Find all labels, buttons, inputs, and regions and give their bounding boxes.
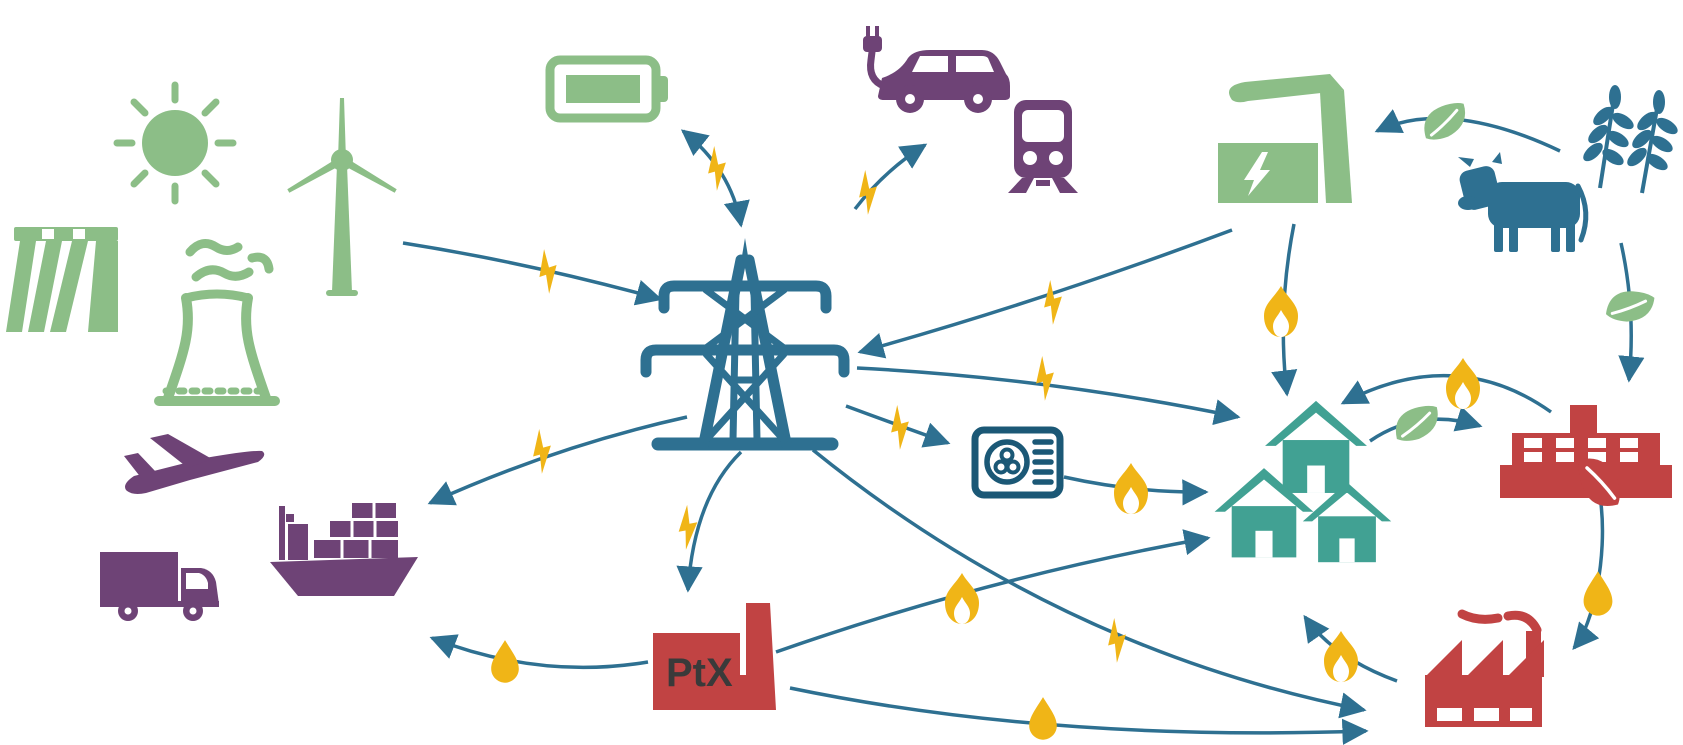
truck-icon (100, 552, 219, 621)
edge-grid-to-district-heating (811, 448, 1367, 719)
edge-renewables-to-grid (402, 241, 663, 306)
lightning-bolt-icon (526, 427, 558, 475)
cow-icon (1458, 152, 1589, 252)
flame-icon (1264, 286, 1298, 337)
lightning-bolt-icon (531, 246, 565, 296)
flame-icon (1114, 463, 1148, 514)
ptx-factory-icon: PtX (653, 603, 776, 710)
airplane-icon (124, 434, 265, 494)
wheat-icon (1583, 85, 1678, 194)
train-icon (1008, 100, 1078, 193)
flame-icon (1446, 358, 1480, 409)
leaf-icon (1603, 284, 1657, 329)
edge-ptx-to-houses (775, 529, 1211, 654)
house-icon (1302, 482, 1392, 563)
flow-arrows (402, 109, 1645, 745)
leaf-icon (1391, 402, 1443, 445)
heat-markers (945, 286, 1480, 682)
edge-grid-to-ship (427, 415, 688, 506)
wind-turbine-icon (287, 98, 397, 296)
power-plant-icon (1218, 74, 1352, 203)
edge-power-plant-to-grid (857, 228, 1233, 359)
edge-grid-to-ptx (676, 450, 743, 593)
district-heating-plant-icon (1425, 609, 1544, 727)
lightning-bolt-icon (1037, 278, 1069, 326)
edge-grid-battery-bidirectional (680, 129, 750, 228)
edge-ptx-to-district-heating (789, 686, 1369, 745)
edge-biomass-to-power-plant (1374, 109, 1561, 153)
flame-icon (1324, 631, 1358, 682)
sun-icon (113, 81, 237, 205)
droplet-icon (1029, 697, 1057, 740)
lightning-bolt-icon (1029, 354, 1061, 402)
battery-icon (545, 55, 668, 123)
electric-car-icon (863, 26, 1010, 113)
cargo-ship-icon (270, 503, 418, 596)
edge-ptx-to-ship (429, 634, 649, 670)
droplet-icon (1583, 571, 1613, 616)
cooling-tower-icon (154, 238, 280, 406)
lightning-bolt-icon (884, 403, 916, 451)
edge-grid-to-ev-car (853, 143, 928, 211)
house-icon (1265, 400, 1367, 493)
industry-building-icon (1500, 405, 1672, 513)
ptx-label: PtX (666, 651, 733, 695)
droplet-icon (491, 640, 519, 683)
hydro-dam-icon (6, 227, 118, 332)
transmission-tower-icon (640, 238, 850, 451)
electricity-markers (526, 144, 1133, 664)
houses-cluster (1214, 400, 1392, 563)
heat-pump-icon (971, 426, 1064, 499)
flame-icon (945, 573, 979, 624)
leaf-icon (1418, 99, 1472, 144)
